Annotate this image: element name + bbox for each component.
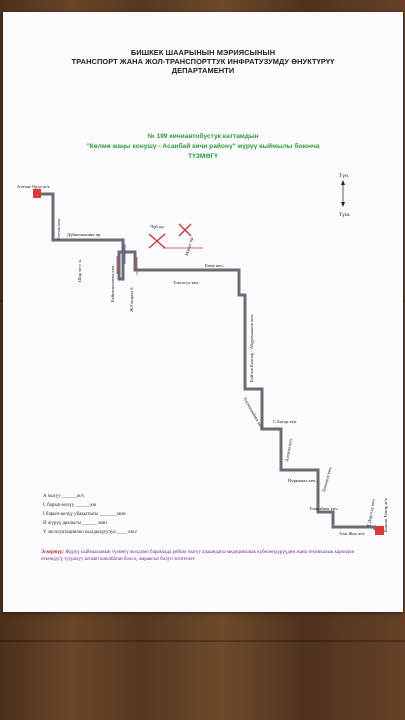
street-label: Т.Дорголу көч. <box>366 498 376 527</box>
form-line-distance: I. барып-келүү ______км <box>43 503 96 508</box>
street-label: С.Батор көч. <box>273 419 297 424</box>
street-label: Нуркамал көч. <box>288 478 317 483</box>
end-stop-marker <box>375 526 384 535</box>
compass-north-arrowhead-icon <box>341 180 345 185</box>
form-line-time: I барып-келүү убакытысы _______мин <box>43 512 126 517</box>
end-stop-label: Аты Жок ж/к <box>339 531 365 536</box>
header-line-1: БИШКЕК ШААРЫНЫН МЭРИЯСЫНЫН <box>130 48 276 57</box>
route-title-line-3: ТҮЗМӨГҮ <box>188 153 218 160</box>
closed-road-cross-2 <box>178 223 192 237</box>
street-label: Дүйшөкопина пр. <box>67 232 101 237</box>
street-label: Бейшеналиева көч. <box>110 265 115 302</box>
route-scheme-document: БИШКЕК ШААРЫНЫН МЭРИЯСЫНЫН ТРАНСПОРТ ЖАН… <box>3 12 403 612</box>
plank-seam <box>0 640 405 642</box>
street-label: Токомбаев көч. <box>309 506 339 511</box>
street-label: Киев көч. <box>205 263 224 268</box>
form-line-interval: И жүрүү аралыгы ______ мин <box>43 521 107 526</box>
footnote: Эскертүү: Жүрүү кыймылынын түзмөгү жолдо… <box>41 550 371 563</box>
street-label: Манас пр. <box>184 236 194 256</box>
street-label: Алоина көч. <box>284 438 293 463</box>
street-label: Ж.Гагарин б. <box>129 286 134 312</box>
compass-south-label: Түш. <box>339 212 351 218</box>
header-line-3: ДЕПАРТАМЕНТИ <box>171 66 235 75</box>
street-label: Байтик Баатыр - Абдрахманов көч. <box>249 314 254 382</box>
footnote-text: Жүрүү кыймылынын түзмөгү жолдомо баракча… <box>41 550 355 562</box>
street-label: Гоголь көч. <box>56 218 61 240</box>
compass-south-arrowhead-icon <box>341 202 345 207</box>
street-label: Бакыпов көч. <box>321 466 333 492</box>
street-label: Шар четт к. <box>77 259 82 282</box>
route-map: Түн. Түш. Алтын-Ордо ж/к Аты Жок ж/к Каш… <box>17 173 388 536</box>
street-label: Чүй пр. <box>150 224 165 229</box>
start-stop-marker <box>33 189 41 198</box>
start-stop-label: Алтын-Ордо ж/к <box>17 184 50 189</box>
compass-north-label: Түн. <box>339 173 349 179</box>
footnote-label: Эскертүү: <box>41 550 65 555</box>
end-stop-vertical-label: Кашан Тенир ж/к <box>383 497 388 532</box>
form-line-operation: V эксплуатациялоо кылдыздуулук ____ км.с <box>43 530 138 535</box>
route-title-line-2: "Көлмө жаңы конушу - Асанбай кичи районү… <box>86 143 320 150</box>
route-line <box>39 192 377 530</box>
closed-road-cross-1 <box>148 233 166 249</box>
street-label: Токтогул көч. <box>173 280 200 285</box>
form-line-exit: А чыгуу ______ж/у <box>43 494 85 499</box>
route-title-line-1: № 199 кичиавтобустук каттамдын <box>147 133 259 140</box>
header-line-2: ТРАНСПОРТ ЖАНА ЖОЛ-ТРАНСПОРТТУК ИНФРАТУЗ… <box>71 57 335 66</box>
